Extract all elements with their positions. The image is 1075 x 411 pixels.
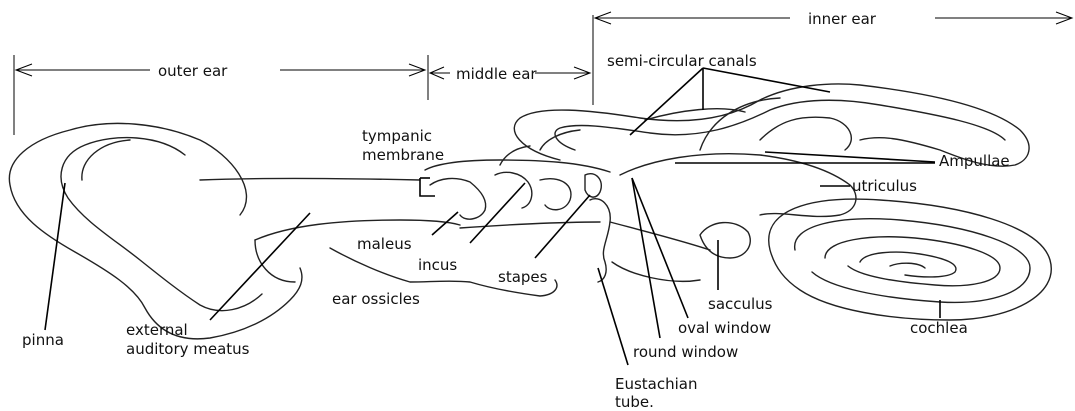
maleus-label: maleus (357, 235, 412, 253)
eustachian-tube-label-line1: Eustachian (615, 375, 698, 393)
incus-label: incus (418, 256, 457, 274)
external-auditory-meatus-label-line1: external (126, 321, 188, 339)
inner-ear-label: inner ear (808, 10, 876, 28)
pinna-outline (9, 123, 302, 338)
ear-ossicles-label: ear ossicles (332, 290, 420, 308)
cochlea-label: cochlea (910, 319, 968, 337)
utriculus-label: utriculus (852, 177, 917, 195)
stapes-label: stapes (498, 268, 547, 286)
oval-window-label: oval window (678, 319, 771, 337)
middle-ear-label: middle ear (456, 65, 537, 83)
round-window-label: round window (633, 343, 738, 361)
sacculus-label: sacculus (708, 295, 773, 313)
semi-circular-canals-label: semi-circular canals (607, 52, 757, 70)
eustachian-tube-label-line2: tube. (615, 393, 654, 411)
external-auditory-meatus-label-line2: auditory meatus (126, 340, 250, 358)
cochlea-spiral (769, 199, 1052, 320)
tympanic-membrane-label-line2: membrane (362, 146, 444, 164)
tympanic-membrane-label-line1: tympanic (362, 127, 432, 145)
outer-ear-label: outer ear (158, 62, 227, 80)
pinna-label: pinna (22, 331, 64, 349)
ampullae-label: Ampullae (939, 152, 1010, 170)
